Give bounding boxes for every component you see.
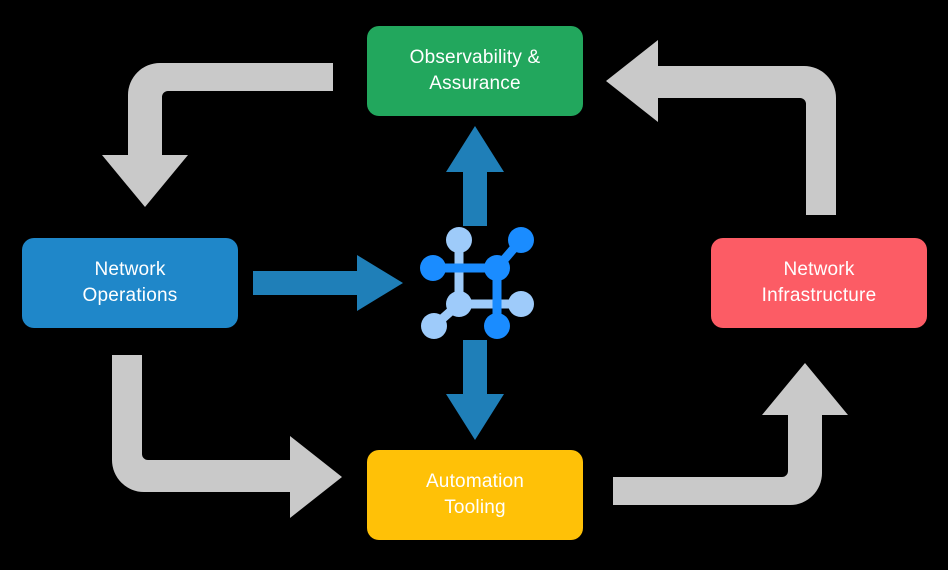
node-label-network-infrastructure: Network Infrastructure	[761, 259, 877, 306]
node-automation-tooling[interactable]: Automation Tooling	[367, 450, 583, 540]
arrow-netops-to-automation	[112, 355, 342, 518]
network-icon-nodes	[420, 227, 534, 339]
arrow-center-to-automation	[446, 340, 504, 440]
node-label-observability: Observability & Assurance	[409, 47, 541, 94]
network-icon-edges	[428, 235, 526, 331]
arrow-netops-to-center	[253, 255, 403, 311]
node-observability-and-assurance[interactable]: Observability & Assurance	[367, 26, 583, 116]
arrow-automation-to-netinfra	[613, 363, 848, 505]
node-network-operations[interactable]: Network Operations	[22, 238, 238, 328]
arrow-observability-to-netops	[102, 63, 333, 207]
arrow-center-to-observability	[446, 126, 504, 226]
node-label-network-operations: Network Operations	[82, 259, 178, 306]
node-network-infrastructure[interactable]: Network Infrastructure	[711, 238, 927, 328]
node-label-automation-tooling: Automation Tooling	[425, 471, 525, 518]
arrow-netinfra-to-observability	[606, 40, 836, 215]
